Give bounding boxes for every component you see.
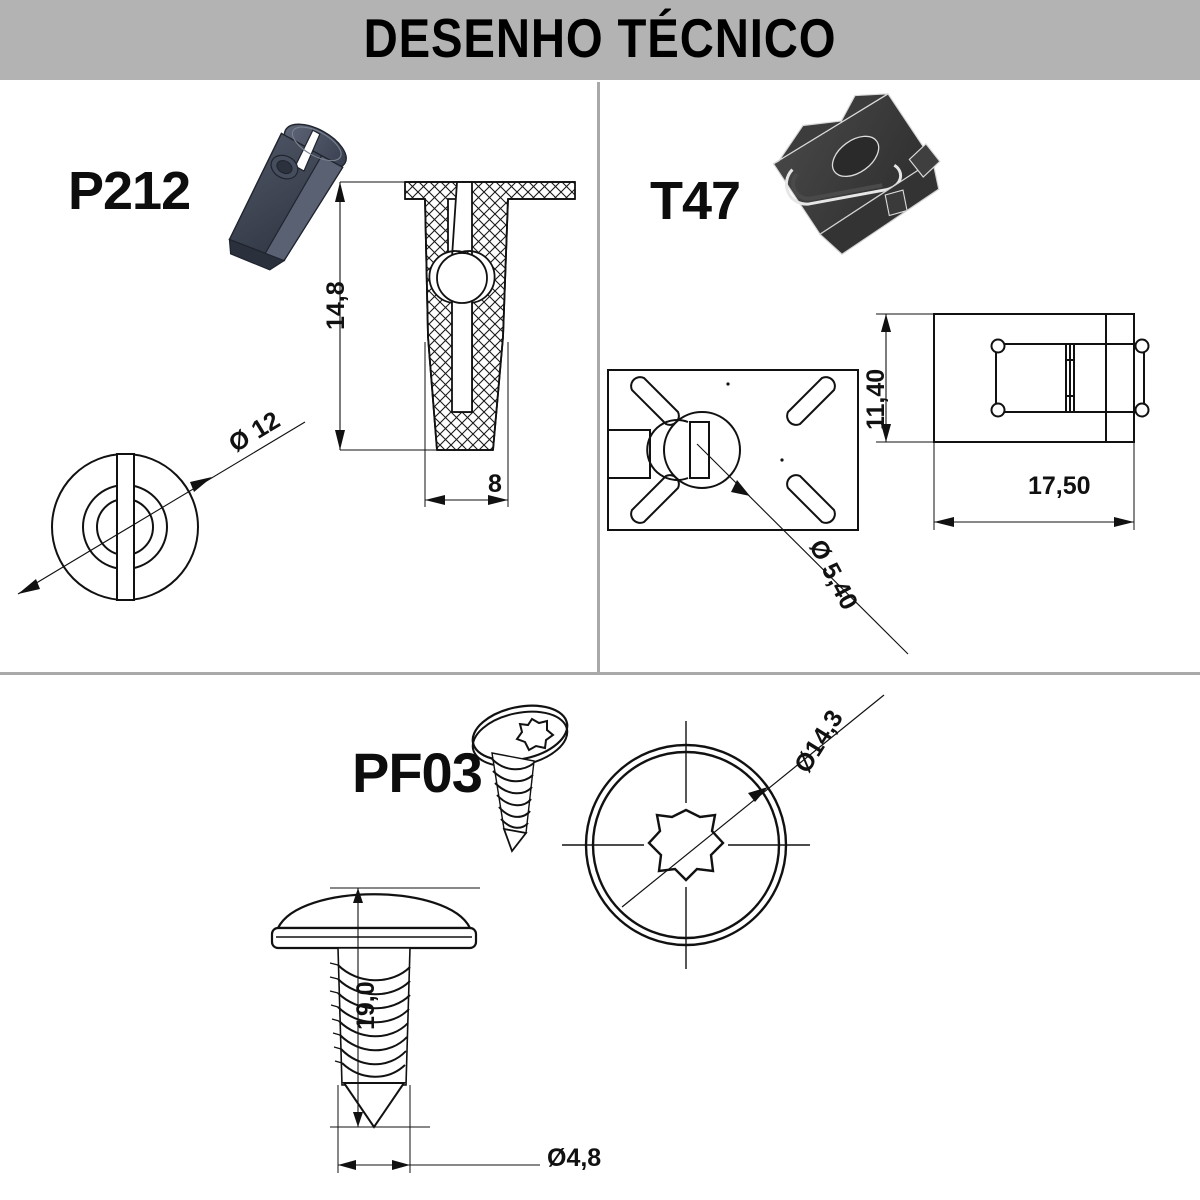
header-band: [0, 0, 1200, 80]
p212-dimension-width: [424, 342, 509, 507]
part-panel-t47: [600, 82, 1200, 672]
pf03-drawing: [270, 694, 885, 1173]
p212-dimension-height: [335, 181, 447, 451]
dimension-text-pf03-length: 19,0: [352, 981, 380, 1030]
dimension-text-t47-width: 17,50: [1028, 472, 1091, 500]
t47-dimension-hole: [696, 443, 909, 655]
pf03-dimension-length: [330, 887, 480, 1128]
dimension-text-p212-height: 14,8: [322, 281, 350, 330]
divider-horizontal: [0, 672, 1200, 675]
t47-plan-view: [607, 369, 859, 531]
p212-dimension-diameter: [17, 421, 306, 595]
part-label-p212: P212: [68, 161, 191, 221]
divider-vertical: [597, 82, 600, 674]
part-panel-pf03: [0, 675, 1200, 1200]
part-label-t47: T47: [650, 171, 741, 231]
t47-drawing: [607, 93, 1150, 655]
dimension-text-pf03-thread: Ø4,8: [547, 1144, 602, 1172]
dimension-text-t47-height: 11,40: [862, 368, 890, 430]
p212-drawing: [17, 123, 576, 601]
part-panel-p212: [0, 82, 597, 672]
p212-3d-render: [228, 123, 347, 271]
page-title: DESENHO TÉCNICO: [363, 7, 837, 69]
t47-elevation-view: [933, 313, 1150, 443]
t47-dimension-width: [933, 442, 1135, 530]
part-label-pf03: PF03: [352, 741, 483, 804]
p212-section-view: [404, 181, 576, 451]
pf03-3d-render: [471, 704, 569, 853]
p212-top-view: [51, 453, 199, 601]
t47-dimension-height: [876, 313, 940, 443]
pf03-side-view: [270, 893, 478, 1129]
pf03-head-top-view: [562, 721, 810, 969]
pf03-dimension-thread: [337, 1085, 540, 1173]
dimension-text-p212-width: 8: [488, 470, 502, 498]
t47-3d-render: [772, 93, 941, 255]
pf03-dimension-head: [621, 694, 885, 908]
